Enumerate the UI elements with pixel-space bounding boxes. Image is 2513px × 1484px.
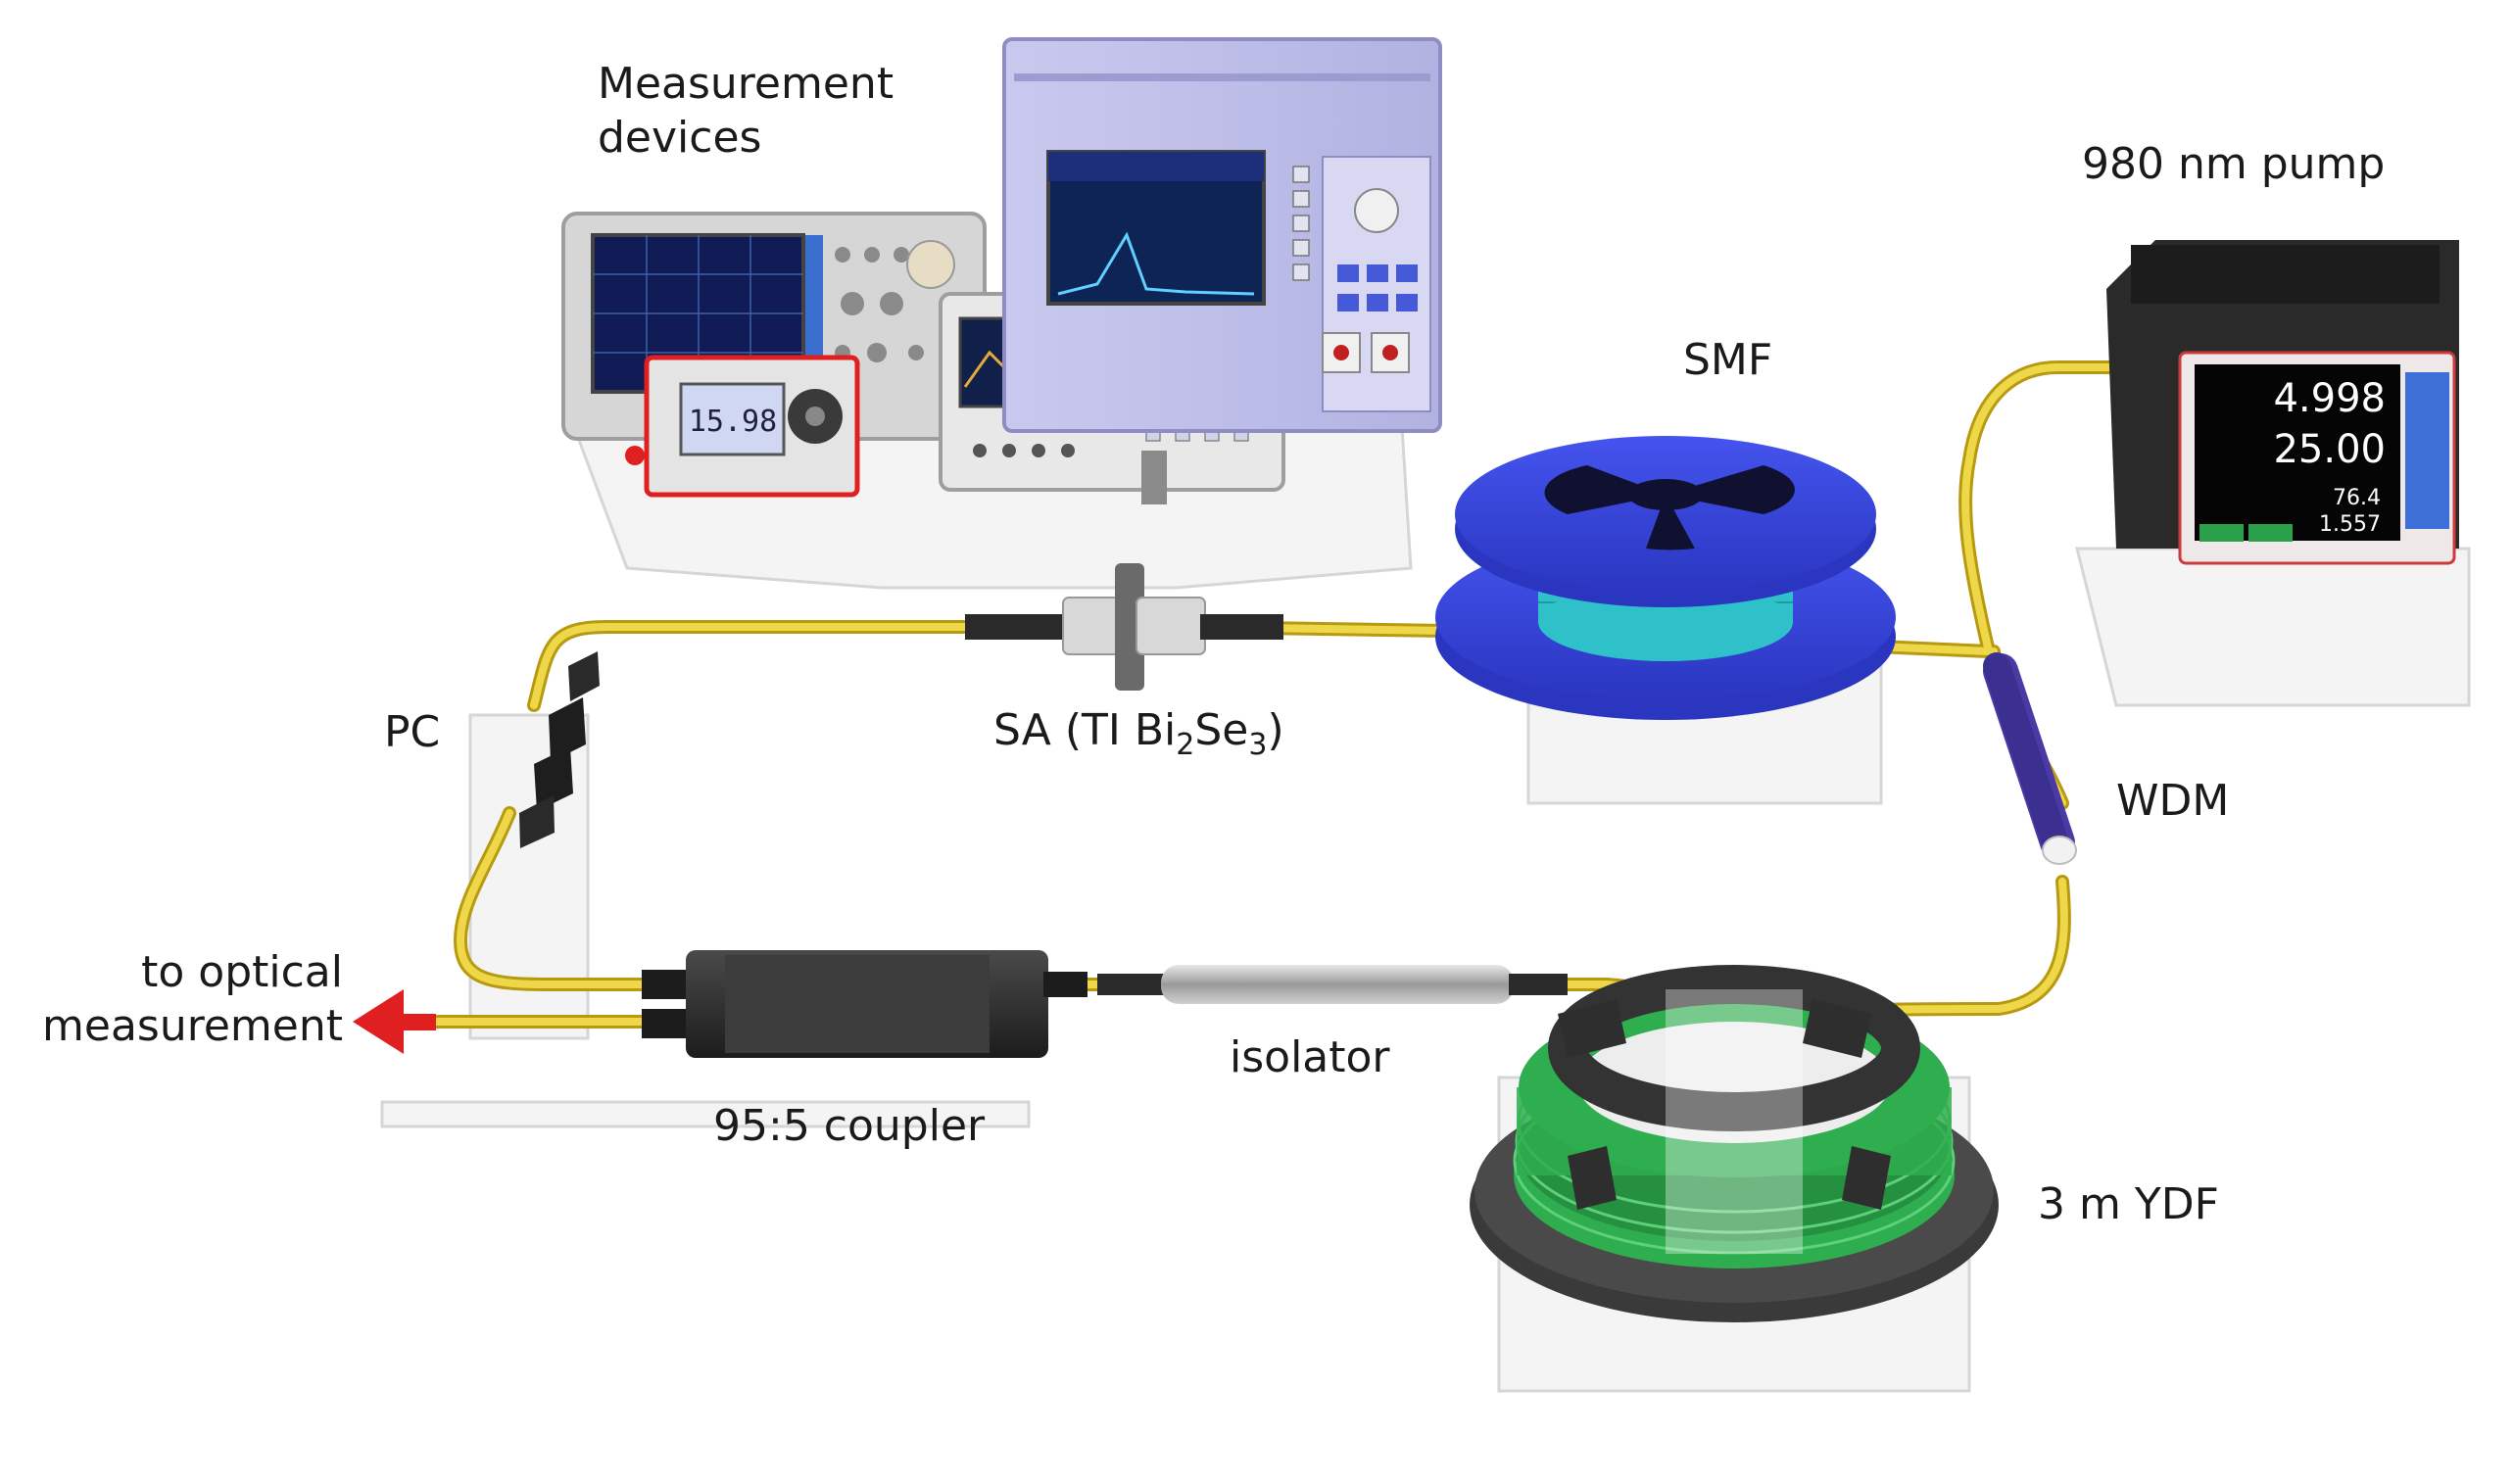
label-isolator: isolator [1230,1032,1390,1082]
measurement-devices: 15.98 [561,37,1442,504]
label-measurement-devices: Measurement devices [598,59,894,163]
label-pc: PC [384,707,441,757]
svg-text:76.4: 76.4 [2333,486,2381,510]
isolator [1097,965,1568,1004]
coupler-95-5 [642,950,1087,1058]
wdm [1983,652,2077,865]
label-coupler: 95:5 coupler [713,1101,986,1151]
output-arrow [353,989,436,1054]
polarization-controller [519,651,600,848]
optical-spectrum-analyzer [1002,37,1442,433]
pump-readouts: 4.998 25.00 76.4 1.557 [2273,376,2386,537]
svg-text:25.00: 25.00 [2273,427,2386,472]
platform-outlines [380,409,2471,1393]
saturable-absorber [965,563,1283,691]
label-smf: SMF [1683,335,1773,385]
power-meter: 15.98 [625,355,860,498]
label-wdm: WDM [2116,776,2230,826]
svg-text:4.998: 4.998 [2273,376,2386,421]
label-980nm-pump: 980 nm pump [2082,139,2386,189]
svg-text:1.557: 1.557 [2319,512,2381,537]
power-meter-readout: 15.98 [689,405,777,439]
label-saturable-absorber: SA (TI Bi2Se3) [993,705,1284,762]
label-ydf: 3 m YDF [2038,1179,2219,1229]
pump-laser: 4.998 25.00 76.4 1.557 [2106,240,2459,565]
ydf-holder [1470,965,1999,1322]
label-output: to optical measurement [42,947,343,1051]
smf-spool [1435,436,1896,720]
